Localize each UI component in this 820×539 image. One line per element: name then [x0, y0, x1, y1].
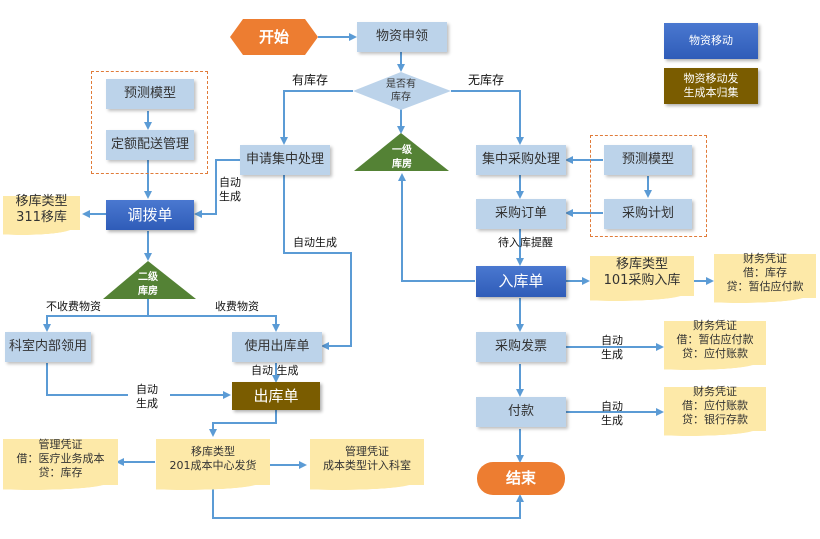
financial-voucher-2-note: 财务凭证 借：暂估应付款 贷：应付账款 — [664, 319, 766, 371]
has-stock-label: 有库存 — [292, 73, 329, 87]
left-dashed-group — [91, 71, 208, 174]
warehouse-lv2-text: 二级 库房 — [138, 272, 158, 297]
move-type-101-note: 移库类型 101采购入库 — [590, 256, 694, 302]
forecast-model-left-node: 预测模型 — [106, 79, 194, 109]
financial-voucher-3-note: 财务凭证 借：应付账款 贷：银行存款 — [664, 385, 766, 437]
decision-stock-text: 是否有 库存 — [386, 78, 416, 104]
purchase-invoice-node: 采购发票 — [476, 332, 566, 362]
purchase-order-node: 采购订单 — [476, 199, 566, 229]
move-type-311-note: 移库类型 311移库 — [3, 194, 80, 236]
purchase-plan-node: 采购计划 — [604, 199, 692, 229]
right-dashed-group — [590, 135, 707, 237]
legend-material-move-cost: 物资移动发 生成本归集 — [664, 68, 758, 104]
legend-material-move: 物资移动 — [664, 23, 758, 59]
financial-voucher-1-note: 财务凭证 借：库存 贷：暂估应付款 — [714, 252, 816, 304]
forecast-model-right-node: 预测模型 — [604, 145, 692, 175]
quota-distribution-node: 定额配送管理 — [106, 130, 194, 160]
start-node: 开始 — [258, 27, 289, 46]
dept-internal-node: 科室内部领用 — [5, 332, 91, 362]
transfer-order-node: 调拨单 — [106, 200, 194, 230]
move-type-201-note: 移库类型 201成本中心发货 — [156, 439, 270, 491]
warehouse-lv1-text: 一级 库房 — [392, 145, 412, 170]
apply-central-node: 申请集中处理 — [240, 145, 330, 175]
auto-gen-label-6: 自动 生成 — [601, 400, 623, 428]
management-voucher-1-note: 管理凭证 借：医疗业务成本 贷：库存 — [3, 438, 118, 491]
issue-order-node: 出库单 — [232, 382, 320, 410]
charge-label: 收费物资 — [215, 300, 259, 313]
auto-gen-label-4: 自动 生成 — [136, 383, 158, 411]
usage-issue-node: 使用出库单 — [232, 332, 322, 362]
auto-gen-label-3: 自动 生成 — [251, 364, 299, 377]
management-voucher-2-note: 管理凭证 成本类型计入科室 — [310, 439, 424, 491]
material-request-node: 物资申领 — [357, 22, 447, 52]
pending-receipt-label: 待入库提醒 — [498, 236, 553, 249]
end-node: 结束 — [505, 469, 536, 488]
no-stock-label: 无库存 — [468, 73, 505, 87]
auto-gen-label-1: 自动 生成 — [219, 176, 241, 204]
non-charge-label: 不收费物资 — [46, 300, 101, 313]
receipt-order-node: 入库单 — [476, 266, 566, 297]
central-purchase-node: 集中采购处理 — [476, 145, 566, 175]
auto-gen-label-2: 自动生成 — [293, 236, 337, 249]
auto-gen-label-5: 自动 生成 — [601, 334, 623, 362]
payment-node: 付款 — [476, 397, 566, 427]
